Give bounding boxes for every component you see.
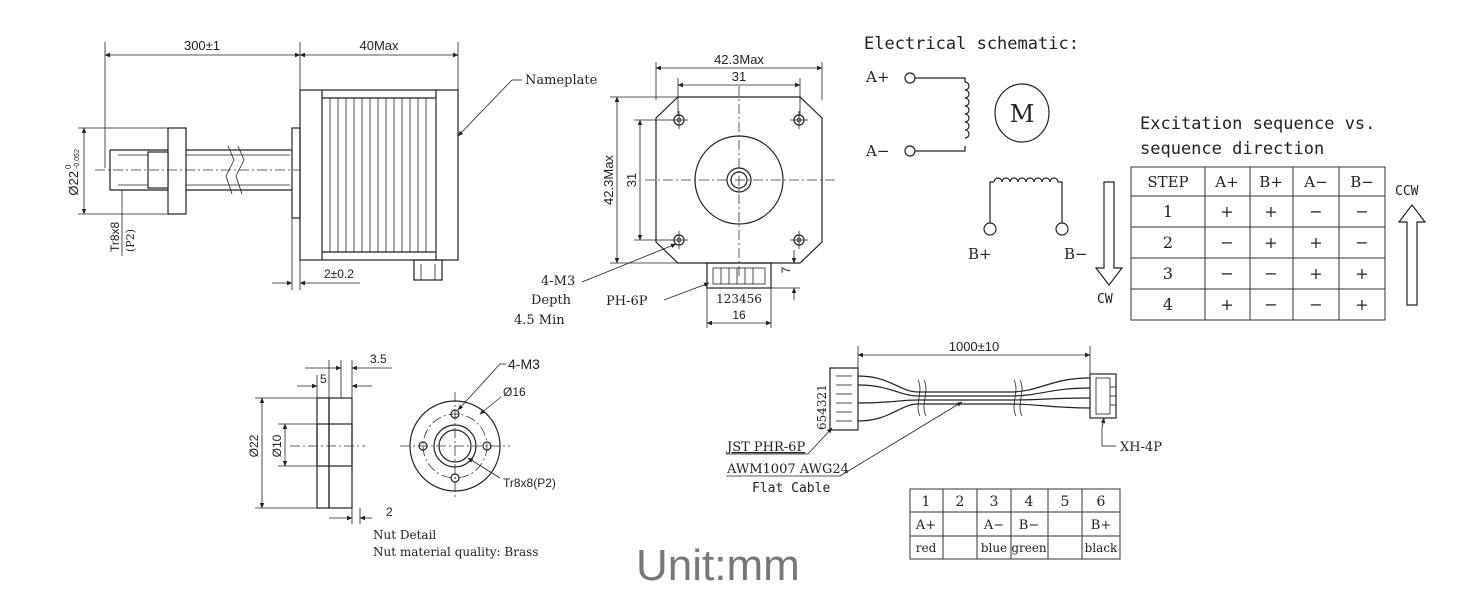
pin-signal: A+ <box>915 518 936 533</box>
nut-dim-5: 5 <box>320 372 327 386</box>
nut-dim-22: Ø22 <box>247 434 261 457</box>
cable-desc-label: Flat Cable <box>752 481 830 496</box>
pitch-label: (P2) <box>124 229 137 252</box>
excitation-cell: + <box>1309 233 1322 252</box>
excitation-header-b-minus: B− <box>1350 173 1374 191</box>
nut-dim-16: Ø16 <box>503 385 526 399</box>
pin-signal: B+ <box>1091 518 1111 533</box>
front-view: 42.3Max 31 42.3Max <box>514 52 835 328</box>
mount-holes-label: 4-M3 <box>541 274 575 289</box>
excitation-cell: − <box>1355 202 1368 221</box>
pin-color: green <box>1011 541 1047 555</box>
dim-boss: 2±0.2 <box>324 267 354 281</box>
nut-caption-1: Nut Detail <box>373 528 436 542</box>
nut-dim-10: Ø10 <box>270 434 284 457</box>
pin-color: red <box>916 541 937 555</box>
ccw-arrow-icon <box>1397 204 1427 306</box>
dim-front-width: 42.3Max <box>714 52 764 67</box>
dim-dia-tol-lower: -0.052 <box>74 149 81 169</box>
excitation-header-a-plus: A+ <box>1214 173 1238 191</box>
excitation-cell: + <box>1220 295 1233 314</box>
side-view: 300±1 40Max <box>64 38 598 290</box>
excitation-cell: − <box>1355 233 1368 252</box>
excitation-cell: + <box>1355 264 1368 283</box>
nut-dim-3-5: 3.5 <box>370 352 387 366</box>
connector-a-label: JST PHR-6P <box>725 440 805 455</box>
terminal-b-minus: B− <box>1064 245 1088 263</box>
dim-length: 300±1 <box>184 38 220 53</box>
ccw-label: CCW <box>1395 184 1419 199</box>
excitation-cell: + <box>1355 295 1368 314</box>
motor-fins <box>329 98 427 252</box>
excitation-title-2: sequence direction <box>1140 139 1324 159</box>
excitation-title-1: Excitation sequence vs. <box>1140 114 1375 134</box>
excitation-cell: − <box>1309 202 1322 221</box>
excitation-cell: 1 <box>1163 202 1173 221</box>
dim-dia-tol-upper: 0 <box>64 164 73 169</box>
dim-hole-spacing-v: 31 <box>624 173 639 187</box>
excitation-cell: + <box>1264 202 1277 221</box>
pin-number: 5 <box>1061 494 1070 510</box>
cable-assembly: 1000±10 654321 XH-4P JST P <box>725 339 1162 496</box>
pin-number: 1 <box>922 494 931 510</box>
cable-length: 1000±10 <box>949 339 1000 354</box>
nut-caption-2: Nut material quality: Brass <box>373 545 538 559</box>
nut-thread-label: Tr8x8(P2) <box>503 476 556 490</box>
dim-hole-spacing: 31 <box>732 69 746 84</box>
pin-number: 3 <box>990 494 999 510</box>
pin-number: 6 <box>1097 494 1106 510</box>
dim-connector-height: 7 <box>779 266 793 273</box>
excitation-cell: − <box>1264 295 1277 314</box>
cable-pin-order: 654321 <box>815 384 829 430</box>
excitation-cell: + <box>1220 202 1233 221</box>
nut-dim-2: 2 <box>386 505 393 519</box>
electrical-schematic: Electrical schematic: A+ A− M B+ B− <box>864 34 1088 263</box>
pin-number: 4 <box>1025 494 1034 510</box>
pin-table: 1 2 3 4 5 6 A+ A− B− B+ red blue green b… <box>909 488 1121 560</box>
excitation-cell: + <box>1264 233 1277 252</box>
excitation-header-b-plus: B+ <box>1259 173 1283 191</box>
cw-arrow-icon <box>1094 181 1124 286</box>
excitation-cell: 2 <box>1163 233 1173 252</box>
cable-type-label: AWM1007 AWG24 <box>726 462 849 477</box>
pin-color: blue <box>981 541 1007 555</box>
connector-b-label: XH-4P <box>1120 440 1162 455</box>
pin-number: 2 <box>956 494 965 510</box>
nut-detail: 3.5 5 Ø22 Ø10 2 <box>247 352 556 559</box>
terminal-a-minus: A− <box>865 142 889 160</box>
excitation-cell: 3 <box>1163 264 1173 283</box>
dim-front-height: 42.3Max <box>601 155 616 205</box>
pin-signal: B− <box>1019 518 1039 533</box>
depth-value: 4.5 Min <box>514 313 565 328</box>
motor-symbol: M <box>1010 100 1035 128</box>
excitation-cell: 4 <box>1163 295 1173 314</box>
depth-label: Depth <box>531 293 572 308</box>
thread-label: Tr8x8 <box>108 221 122 252</box>
excitation-cell: + <box>1309 264 1322 283</box>
pin-color: black <box>1085 541 1118 555</box>
terminal-a-plus: A+ <box>865 68 889 86</box>
pin-signal: A− <box>983 518 1004 533</box>
excitation-sequence: Excitation sequence vs. sequence directi… <box>1094 114 1427 321</box>
nameplate-label: Nameplate <box>525 73 598 88</box>
dim-body: 40Max <box>359 38 399 53</box>
excitation-cell: − <box>1220 233 1233 252</box>
cw-label: CW <box>1097 292 1113 307</box>
schematic-title: Electrical schematic: <box>864 34 1079 54</box>
pin-numbers: 123456 <box>716 292 762 306</box>
excitation-header-step: STEP <box>1147 173 1188 191</box>
excitation-header-a-minus: A− <box>1303 173 1327 191</box>
nut-holes-label: 4-M3 <box>508 356 540 372</box>
excitation-cell: − <box>1220 264 1233 283</box>
unit-label: Unit:mm <box>636 541 800 590</box>
excitation-cell: − <box>1264 264 1277 283</box>
dim-dia-22: Ø22 <box>66 171 81 196</box>
excitation-cell: − <box>1309 295 1322 314</box>
terminal-b-plus: B+ <box>968 245 992 263</box>
connector-label: PH-6P <box>606 294 648 309</box>
dim-connector-width: 16 <box>732 308 746 322</box>
